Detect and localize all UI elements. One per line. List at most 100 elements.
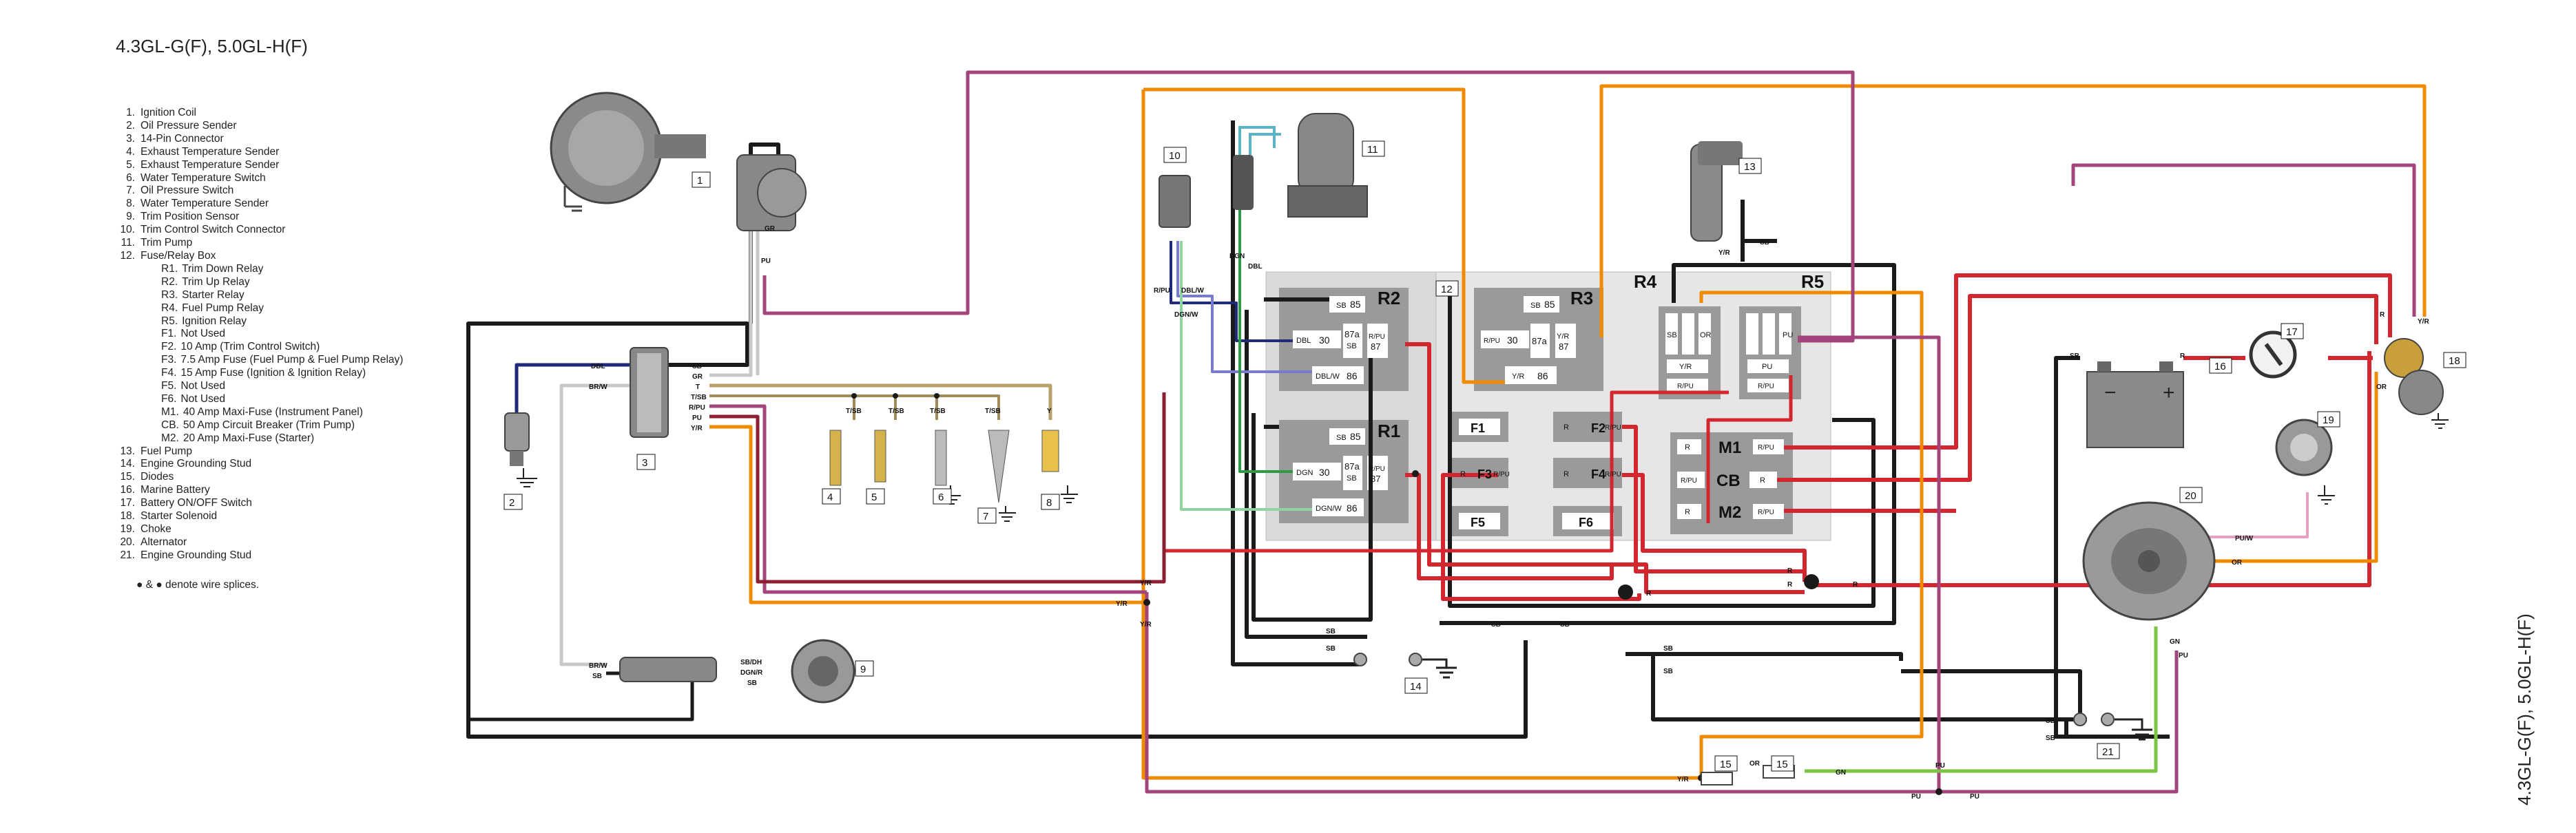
r3-pin30-num: 30 [1507,335,1518,346]
coil-body [654,134,706,158]
wire-label-pu-vert: PU [1935,762,1945,770]
legend-item: 8.Water Temperature Sender [116,198,403,211]
legend-item: 3.14-Pin Connector [116,133,403,146]
legend-item-label: Not Used [180,328,226,340]
r3-pin87-num: 87 [1559,341,1568,352]
r1-pin87a-wire: SB [1347,474,1357,483]
wire-tan-temp [709,383,1052,420]
ground-symbol-14 [1422,658,1457,679]
oil-sender-thread [510,451,523,466]
choke-cap [2290,434,2318,461]
legend-item-number: F2. [161,341,177,353]
legend-item: 14.Engine Grounding Stud [116,458,403,471]
legend-item: 17.Battery ON/OFF Switch [116,497,403,510]
legend-item-number: 10. [120,224,135,236]
component-label-16: 16 [2214,361,2226,372]
f3-r-text: R [1460,470,1466,478]
r2-pin87-num: 87 [1371,341,1380,352]
stud-14-b [1409,653,1422,666]
legend-item-label: 10 Amp (Trim Control Switch) [180,341,320,353]
fuel-pump-head [1698,141,1743,165]
wire-label-sb-bus-b: SB [1560,621,1570,629]
component-label-20: 20 [2185,490,2196,502]
oil-pressure-sender [504,412,537,487]
r2-pin85-text: SB [1336,302,1347,310]
component-label-4: 4 [827,492,833,503]
wire-label-brw: BR/W [589,383,607,391]
wire-red-m1-solenoid [1784,273,2392,450]
cb-left-terminal [1677,472,1705,488]
legend-item: F6.Not Used [116,393,403,406]
r3-pin-87a [1530,324,1550,358]
legend-item-number: 4. [126,145,135,158]
wire-black-stud-bus [1625,652,2082,719]
legend-item-label: Exhaust Temperature Sender [141,158,280,171]
wire-darkblue-r2-30 [1170,241,1293,342]
legend-item: F4.15 Amp Fuse (Ignition & Ignition Rela… [116,367,403,380]
legend-item: 21.Engine Grounding Stud [116,549,403,562]
ground-symbol-19 [2318,485,2335,505]
r3-pin86-num: 86 [1537,370,1548,381]
cb-r-text: R [1760,476,1765,485]
wire-label-r-splice-1: R [1787,567,1793,575]
m2-right-terminal [1753,504,1784,519]
trim-pump-leads [1238,126,1281,155]
legend-item-number: F1. [161,328,177,340]
legend-item-label: Choke [141,523,172,535]
r2-pin85-num: 85 [1350,299,1361,310]
wire-label-or-diode: OR [1749,760,1760,768]
legend-item-label: Trim Up Relay [182,275,250,288]
wire-label-sbdh: SB/DH [740,659,762,666]
component-label-7: 7 [983,511,988,523]
label-box-13 [1738,158,1762,174]
legend-item: R3.Starter Relay [116,289,403,302]
wire-splices [851,393,1942,795]
relay-pin-labels: SB 85 DBL 30 87a SB R/PU 87 DBL/W 86 SB … [1296,299,1793,516]
fuse-label-f2: F2 [1591,421,1606,435]
wire-pink-choke [2190,492,2309,538]
distributor-center [568,110,644,186]
ground-symbol-21 [2115,718,2152,741]
legend-item-label: Water Temperature Switch [141,171,266,184]
legend-item: 16.Marine Battery [116,484,403,497]
legend-item-number: 8. [126,198,135,210]
legend-item: R2.Trim Up Relay [116,276,403,289]
fuel-pump [1690,141,1743,242]
r4-pin-rpu [1667,379,1708,392]
wire-label-pu: PU [692,414,702,422]
battery-minus-sign: − [2104,381,2117,404]
fuse-f6-slot [1562,513,1614,529]
legend-item-number: 5. [126,158,135,171]
wire-label-gn-20: GN [2170,638,2180,646]
fourteen-pin-connector [630,347,669,438]
wire-label-sb-13: SB [1760,239,1769,246]
wire-label-yr-mid: Y/R [1116,600,1128,608]
legend-item-label: Engine Grounding Stud [141,458,252,470]
r4-pin-b [1682,313,1694,355]
legend-item: 19.Choke [116,523,403,536]
m2-r-text: R [1685,508,1690,516]
legend-item-label: Ignition Relay [182,315,247,327]
r5-pin-rpu [1747,379,1789,392]
legend-item-number: F4. [161,367,177,379]
wire-color-labels: DBL SB GR T BR/W T/SB R/PU PU Y/R T/SB T… [589,225,2429,801]
wire-harness [466,70,2427,794]
m1-left-terminal [1677,439,1701,454]
label-box-12 [1435,280,1459,297]
sender-4-body [829,430,842,486]
component-label-15b: 15 [1776,759,1788,770]
temperature-senders [829,430,1078,522]
stud-14-a [1353,653,1367,666]
splice-yr [1143,599,1150,606]
component-label-9: 9 [860,664,866,675]
component-label-17: 17 [2286,326,2298,338]
sender-5-body [874,430,886,483]
label-box-3 [636,454,656,470]
ground-symbol-8 [1061,485,1078,503]
wire-label-t: T [696,383,700,391]
wire-label-sb-bus-c: SB [1663,645,1673,653]
wire-label-tsb-5: T/SB [889,408,904,415]
legend-item-number: 12. [120,249,135,262]
wire-orange-solenoid [1599,84,2427,337]
